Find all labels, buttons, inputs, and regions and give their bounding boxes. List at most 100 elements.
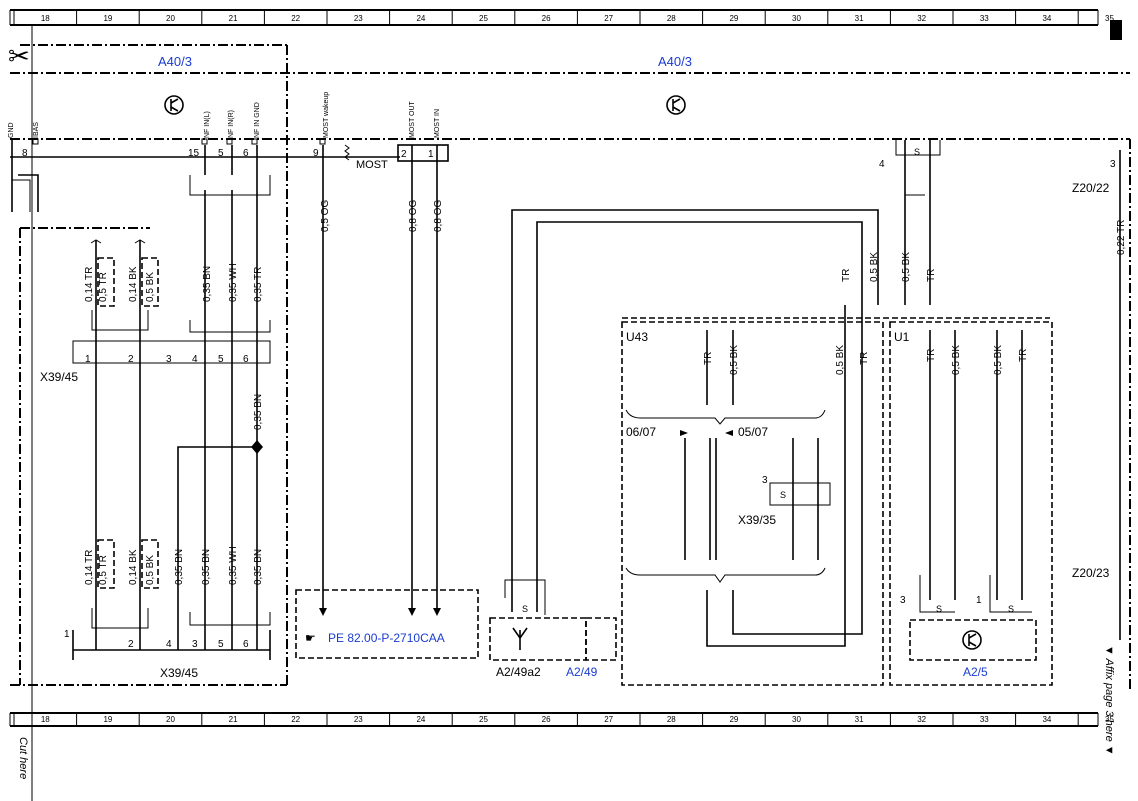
top-ruler-number: 22 <box>291 14 300 23</box>
pin-label-most-in: MOST IN <box>434 109 441 138</box>
pin-num: 1 <box>428 149 434 160</box>
bottom-ruler-number: 20 <box>166 715 175 724</box>
a2-5-box <box>909 619 1037 661</box>
wire-label: 0,14 TR <box>84 267 95 302</box>
pin-num: 3 <box>762 475 768 486</box>
pin-num: 6 <box>243 639 249 650</box>
a2-49-label: A2/49 <box>566 665 598 679</box>
top-ruler-number: 32 <box>917 14 926 23</box>
wire-label: 0,35 BN <box>253 394 264 430</box>
top-ruler-number: 25 <box>479 14 488 23</box>
pin-label-nf-in-l: NF IN(L) <box>204 111 211 138</box>
wire-label: TR <box>926 269 937 282</box>
pin-num: 4 <box>192 354 198 365</box>
wire-label: 0,5 BK <box>145 555 156 585</box>
top-ruler-number: 28 <box>667 14 676 23</box>
a40-3-left-label: A40/3 <box>158 54 192 69</box>
wire-label: 0,8 OG <box>433 200 444 232</box>
version-0607: 06/07 <box>626 425 656 439</box>
top-ruler-number: 20 <box>166 14 175 23</box>
bottom-ruler-number: 26 <box>542 715 551 724</box>
version-0507: 05/07 <box>738 425 768 439</box>
wire-label: 0,8 OG <box>408 200 419 232</box>
wire-label: TR <box>926 349 937 362</box>
wire-ends <box>90 239 146 244</box>
wire-label: 0,35 BN <box>174 549 185 585</box>
transistor-icon <box>962 630 982 650</box>
wire-label: 0,35 WH <box>228 263 239 302</box>
bottom-ruler-number: 33 <box>980 715 989 724</box>
pin-num: 9 <box>313 148 319 159</box>
antenna-icon <box>512 627 528 650</box>
top-ruler-number: 24 <box>416 14 425 23</box>
reference-box <box>295 589 479 659</box>
a2-49a2-box <box>489 617 587 661</box>
pin-num: 6 <box>243 148 249 159</box>
a40-3-right-label: A40/3 <box>658 54 692 69</box>
z20-23-label: Z20/23 <box>1072 566 1110 580</box>
wire-label: 0,5 BK <box>729 345 740 375</box>
x39-45-bottom-label: X39/45 <box>160 666 198 680</box>
pin-num: 3 <box>1110 159 1116 170</box>
top-ruler-number: 29 <box>729 14 738 23</box>
x39-35-connector <box>769 482 831 506</box>
pin-num: 2 <box>128 639 134 650</box>
pointing-hand-icon: ☛ <box>305 631 316 645</box>
wire-label: TR <box>841 269 852 282</box>
u43-box <box>621 321 884 686</box>
top-pin-stubs <box>32 138 326 145</box>
x39-45-top-label: X39/45 <box>40 370 78 384</box>
bottom-ruler-number: 21 <box>229 715 238 724</box>
top-ruler-number: 27 <box>604 14 613 23</box>
bottom-ruler-number: 27 <box>604 715 613 724</box>
pin-label-nf-in-r: NF IN(R) <box>228 110 235 138</box>
left-wires <box>91 145 271 650</box>
bottom-ruler-number: 28 <box>667 715 676 724</box>
pin-label-gnd: GND <box>8 122 15 138</box>
top-ruler-number: 19 <box>103 14 112 23</box>
wire-label: 0,14 BK <box>128 266 139 302</box>
u43-wires <box>684 305 863 647</box>
wire-label: 0,5 BK <box>993 345 1004 375</box>
u43-label: U43 <box>626 330 648 344</box>
shield-s: S <box>522 604 528 614</box>
cut-here-text: Cut here <box>17 737 29 779</box>
bottom-ruler-number: 35 <box>1105 715 1114 724</box>
pin-num: 1 <box>85 354 91 365</box>
top-ruler-number: 31 <box>855 14 864 23</box>
top-ruler-number: 33 <box>980 14 989 23</box>
pin-num: 5 <box>218 639 224 650</box>
bottom-ruler-number: 34 <box>1042 715 1051 724</box>
pin-num: 15 <box>188 148 200 159</box>
pin-num: 8 <box>22 148 28 159</box>
z20-22-label: Z20/22 <box>1072 181 1110 195</box>
pin-num: 1 <box>976 595 982 606</box>
wire-label: 0,5 BK <box>835 345 846 375</box>
wire-label: 0,35 TR <box>253 267 264 302</box>
top-ruler-number: 23 <box>354 14 363 23</box>
wire-label: TR <box>1018 349 1029 362</box>
transistor-icon <box>666 95 686 115</box>
shield-s: S <box>936 604 942 614</box>
bottom-ruler-number: 22 <box>291 715 300 724</box>
pin-label-ibas: IBAS <box>33 122 40 138</box>
top-ruler-number: 21 <box>229 14 238 23</box>
shield-s: S <box>780 490 786 500</box>
top-ruler-number: 18 <box>41 14 50 23</box>
wire-label: TR <box>859 352 870 365</box>
pin-num: 2 <box>128 354 134 365</box>
wire-label: 0,5 BK <box>901 252 912 282</box>
wire-label: 0,14 TR <box>84 550 95 585</box>
middle-wires <box>319 145 441 616</box>
splice-point <box>251 440 263 454</box>
bottom-ruler-number: 29 <box>729 715 738 724</box>
pin-label-nf-in-gnd: NF IN GND <box>254 102 261 138</box>
wire-label: 0,5 OG <box>320 200 331 232</box>
pin-num: 3 <box>166 354 172 365</box>
right-wires <box>895 140 1032 613</box>
pin-num: 1 <box>64 629 70 640</box>
pin-num: 5 <box>218 354 224 365</box>
pin-num: 3 <box>192 639 198 650</box>
pin-label-most-wakeup: MOST wakeup <box>323 92 330 138</box>
reference-link[interactable]: PE 82.00-P-2710CAA <box>328 631 445 645</box>
